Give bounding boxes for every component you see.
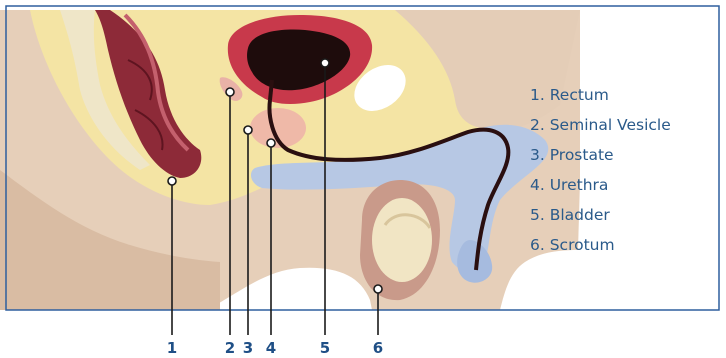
marker-6 <box>374 285 382 293</box>
bladder-neck <box>270 80 272 100</box>
legend-item-seminal-vesicle: 2. Seminal Vesicle <box>530 116 671 134</box>
callout-number-1: 1 <box>167 339 177 357</box>
testis <box>372 198 432 282</box>
legend-item-urethra: 4. Urethra <box>530 176 608 194</box>
legend-item-prostate: 3. Prostate <box>530 146 614 164</box>
marker-2 <box>226 88 234 96</box>
legend-item-rectum: 1. Rectum <box>530 86 609 104</box>
marker-3 <box>244 126 252 134</box>
callout-number-3: 3 <box>243 339 253 357</box>
legend-item-scrotum: 6. Scrotum <box>530 236 615 254</box>
marker-1 <box>168 177 176 185</box>
illustration <box>0 10 585 310</box>
callout-number-2: 2 <box>225 339 235 357</box>
legend-item-bladder: 5. Bladder <box>530 206 610 224</box>
marker-5 <box>321 59 329 67</box>
marker-4 <box>267 139 275 147</box>
callout-number-4: 4 <box>266 339 276 357</box>
callout-number-5: 5 <box>320 339 330 357</box>
callout-number-6: 6 <box>373 339 383 357</box>
